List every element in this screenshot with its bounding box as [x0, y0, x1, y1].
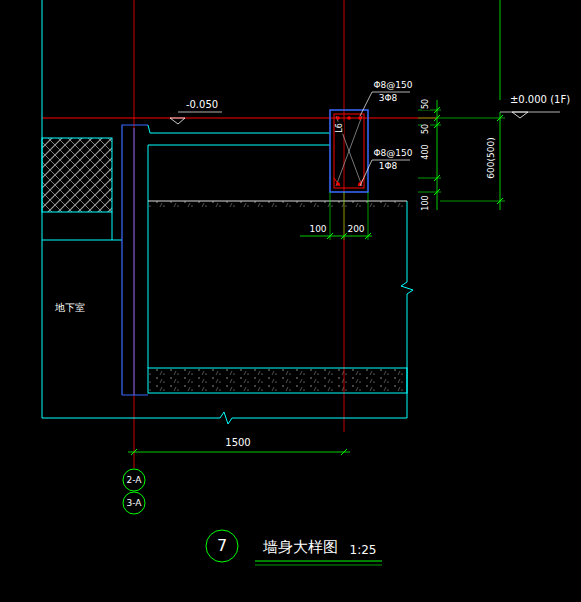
drawing-label: L6 — [336, 122, 344, 134]
grid-bubble: 3-A — [122, 491, 146, 515]
bubble-text: 3-A — [127, 499, 142, 508]
dimension-text: 100 — [308, 225, 327, 234]
drawing-label: 3Φ8 — [378, 94, 399, 103]
dimension-text: 200 — [346, 225, 365, 234]
grid-bubble: 2-A — [122, 468, 146, 492]
drawing-title: 墙身大样图 — [263, 540, 338, 555]
dimension-text: 1500 — [224, 438, 251, 448]
drawing-label: ±0.000 (1F) — [509, 95, 571, 105]
drawing-label: 1:25 — [349, 544, 378, 556]
grid-bubble: 7 — [205, 529, 239, 563]
dimension-text: 50 — [422, 123, 430, 135]
bubble-text: 7 — [217, 538, 227, 554]
drawing-label: Φ8@150 — [373, 149, 414, 158]
drawing-label: Φ8@150 — [373, 81, 414, 90]
bubble-text: 2-A — [127, 476, 142, 485]
drawing-label: 1Φ8 — [378, 162, 399, 171]
dimension-text: 400 — [422, 143, 430, 160]
drawing-label: -0.050 — [185, 100, 219, 110]
dimension-text: 100 — [422, 194, 430, 211]
dimension-text: 600(500) — [487, 136, 496, 179]
dimension-text: 50 — [422, 98, 430, 110]
drawing-label: 地下室 — [54, 303, 86, 313]
